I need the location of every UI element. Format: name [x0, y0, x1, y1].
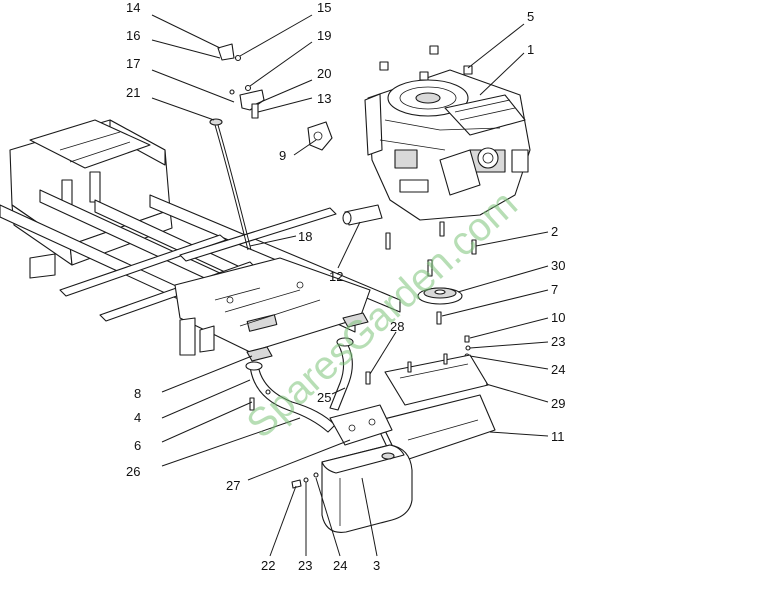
crankshaft-spacer: [342, 204, 383, 226]
callout-26: 26: [126, 464, 140, 479]
callout-29: 29: [551, 396, 565, 411]
muffler-hardware: [291, 472, 319, 489]
callout-13: 13: [317, 91, 331, 106]
callout-labels: 14 15 16 19 17 20 21 13 9 5 1 18 12 2 30…: [126, 0, 565, 573]
callout-4: 4: [134, 410, 141, 425]
callout-6: 6: [134, 438, 141, 453]
callout-11: 11: [551, 429, 565, 444]
engine: [364, 45, 531, 221]
callout-17: 17: [126, 56, 140, 71]
callout-5: 5: [527, 9, 534, 24]
callout-27: 27: [226, 478, 240, 493]
callout-15: 15: [317, 0, 331, 15]
chassis-frame: [0, 119, 401, 356]
callout-8: 8: [134, 386, 141, 401]
pulley: [417, 287, 463, 325]
callout-1: 1: [527, 42, 534, 57]
muffler-flange: [329, 404, 393, 446]
callout-2: 2: [551, 224, 558, 239]
callout-30: 30: [551, 258, 565, 273]
callout-18: 18: [298, 229, 312, 244]
muffler: [321, 444, 413, 533]
callout-24b: 24: [333, 558, 347, 573]
engine-bolts: [385, 221, 477, 277]
callout-28: 28: [390, 319, 404, 334]
callout-21: 21: [126, 85, 140, 100]
throttle-bracket-parts: [217, 43, 265, 119]
callout-24: 24: [551, 362, 565, 377]
callout-16: 16: [126, 28, 140, 43]
gasket: [307, 121, 333, 151]
exhaust-pipes: [245, 312, 369, 433]
callout-10: 10: [551, 310, 565, 325]
dipstick-tube: [209, 118, 252, 251]
callout-7: 7: [551, 282, 558, 297]
leader-lines: [151, 14, 549, 557]
callout-19: 19: [317, 28, 331, 43]
callout-23b: 23: [298, 558, 312, 573]
callout-9: 9: [279, 148, 286, 163]
callout-14: 14: [126, 0, 140, 15]
callout-20: 20: [317, 66, 331, 81]
callout-23: 23: [551, 334, 565, 349]
callout-12: 12: [329, 269, 343, 284]
callout-25: 25: [317, 390, 331, 405]
exhaust-studs: [249, 371, 371, 411]
callout-3: 3: [373, 558, 380, 573]
callout-22: 22: [261, 558, 275, 573]
